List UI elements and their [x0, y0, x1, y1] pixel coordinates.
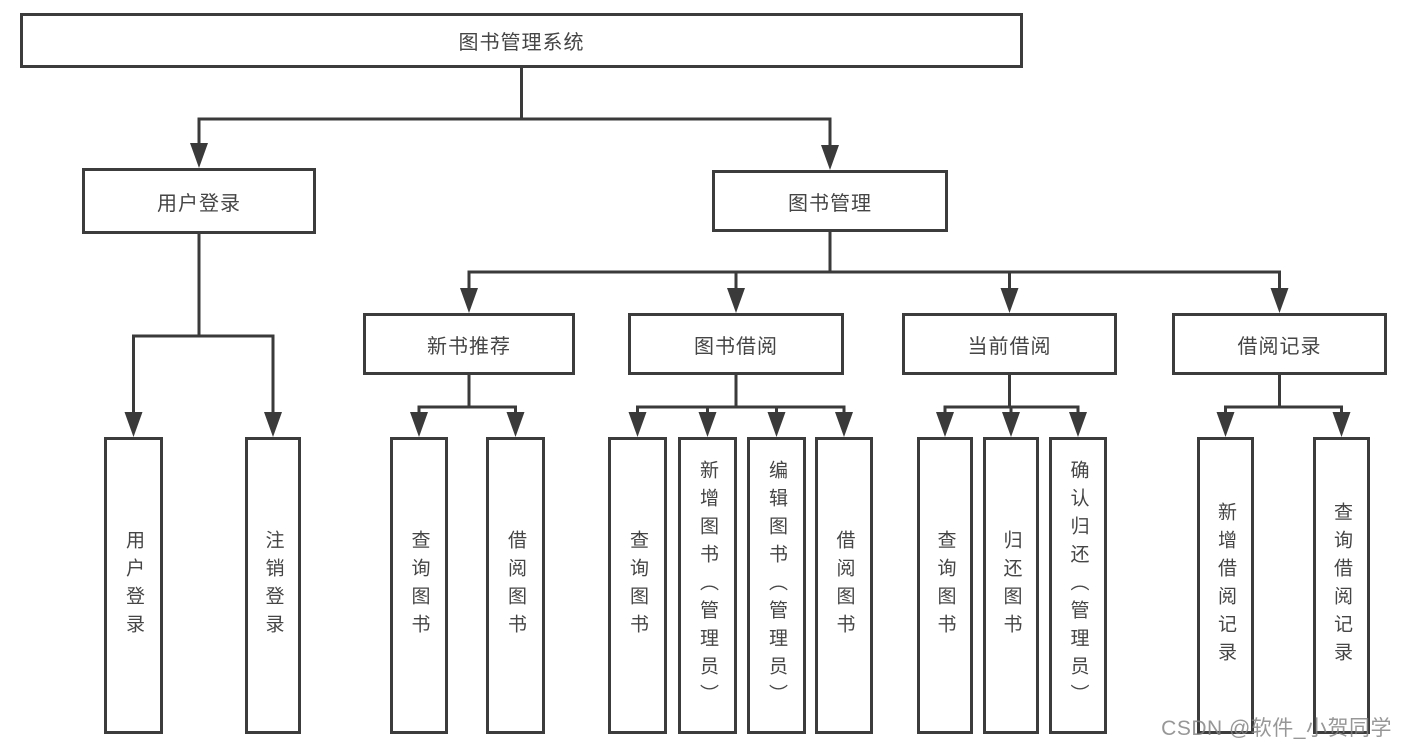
leaf-user-login: 用户登录	[104, 437, 163, 734]
node-label: 归还图书	[1000, 529, 1022, 642]
node-book-management: 图书管理	[712, 170, 948, 232]
connector-borrow-records-children	[1216, 375, 1351, 437]
leaf-logout: 注销登录	[245, 437, 301, 734]
leaf-current-return-books: 归还图书	[983, 437, 1039, 734]
arrowhead-icon	[264, 412, 282, 437]
arrowhead-icon	[1069, 412, 1087, 437]
node-label: 当前借阅	[967, 335, 1052, 358]
arrowhead-icon	[506, 412, 525, 437]
node-label: 图书管理	[788, 192, 872, 215]
leaf-borrow-borrow-books: 借阅图书	[815, 437, 873, 734]
node-label: 新书推荐	[427, 335, 511, 358]
node-label: 确认归还（管理员）	[1067, 459, 1089, 712]
arrowhead-icon	[1000, 288, 1019, 313]
connector-book-management-children	[460, 232, 1289, 313]
node-label: 图书借阅	[694, 335, 778, 358]
node-borrow-records: 借阅记录	[1172, 313, 1387, 375]
connector-book-borrow-children	[628, 375, 853, 437]
connector-user-login-children	[124, 234, 282, 437]
node-label: 查询图书	[934, 529, 956, 642]
leaf-current-query-books: 查询图书	[917, 437, 973, 734]
node-label: 查询图书	[408, 529, 430, 642]
connector-new-book-children	[410, 375, 525, 437]
arrowhead-icon	[124, 412, 143, 437]
arrowhead-icon	[821, 145, 839, 170]
arrowhead-icon	[698, 412, 717, 437]
leaf-borrow-edit-books-admin: 编辑图书（管理员）	[747, 437, 806, 734]
arrowhead-icon	[835, 412, 853, 437]
connector-root-to-level2	[190, 68, 839, 170]
node-new-book-recommend: 新书推荐	[363, 313, 575, 375]
leaf-records-add-record: 新增借阅记录	[1197, 437, 1254, 734]
node-label: 借阅图书	[833, 529, 855, 642]
node-label: 编辑图书（管理员）	[766, 459, 787, 712]
node-root: 图书管理系统	[20, 13, 1023, 68]
node-label: 新增图书（管理员）	[697, 459, 718, 712]
arrowhead-icon	[190, 143, 208, 168]
arrowhead-icon	[727, 288, 745, 313]
node-label: 新增借阅记录	[1215, 501, 1236, 670]
node-user-login: 用户登录	[82, 168, 316, 234]
node-current-borrow: 当前借阅	[902, 313, 1117, 375]
node-label: 用户登录	[157, 192, 241, 215]
arrowhead-icon	[1216, 412, 1235, 437]
node-label: 查询图书	[627, 529, 648, 642]
connector-current-borrow-children	[936, 375, 1087, 437]
leaf-records-query-record: 查询借阅记录	[1313, 437, 1370, 734]
arrowhead-icon	[628, 412, 647, 437]
arrowhead-icon	[767, 412, 786, 437]
arrowhead-icon	[1270, 288, 1289, 313]
leaf-current-confirm-return-admin: 确认归还（管理员）	[1049, 437, 1107, 734]
node-label: 借阅记录	[1237, 335, 1322, 358]
leaf-newbooks-borrow-books: 借阅图书	[486, 437, 545, 734]
node-label: 用户登录	[123, 529, 144, 642]
leaf-newbooks-query-books: 查询图书	[390, 437, 448, 734]
leaf-borrow-add-books-admin: 新增图书（管理员）	[678, 437, 737, 734]
arrowhead-icon	[1002, 412, 1020, 437]
csdn-watermark: CSDN @软件_小贺同学	[1161, 717, 1392, 740]
node-book-borrow: 图书借阅	[628, 313, 844, 375]
leaf-borrow-query-books: 查询图书	[608, 437, 667, 734]
node-label: 注销登录	[262, 529, 284, 642]
node-label: 查询借阅记录	[1331, 501, 1352, 670]
arrowhead-icon	[410, 412, 428, 437]
node-label: 图书管理系统	[458, 32, 585, 54]
arrowhead-icon	[1332, 412, 1351, 437]
arrowhead-icon	[460, 288, 478, 313]
arrowhead-icon	[936, 412, 954, 437]
node-label: 借阅图书	[505, 529, 526, 642]
